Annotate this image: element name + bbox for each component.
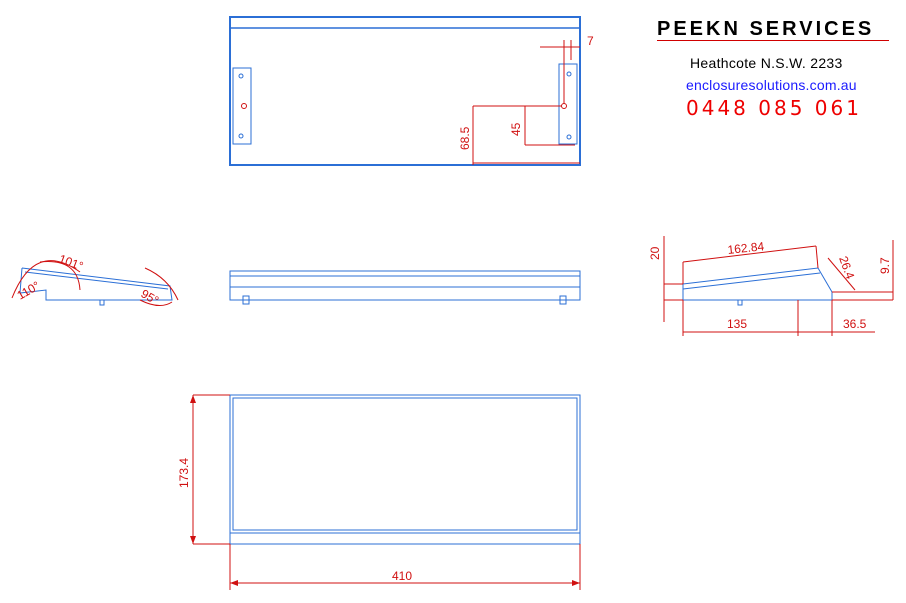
dim-top-length-label: 162.84 <box>727 239 765 257</box>
right-side-view <box>663 236 894 336</box>
company-website-link[interactable]: enclosuresolutions.com.au <box>686 77 857 93</box>
dim-depth-label: 173.4 <box>177 458 191 488</box>
angle-left-label: 110° <box>15 278 43 302</box>
angle-right-label: 95° <box>139 286 162 307</box>
top-view <box>229 16 581 166</box>
dim-left-height-label: 20 <box>648 246 662 260</box>
dim-base-label: 135 <box>727 317 747 331</box>
front-view <box>229 270 581 305</box>
dim-68-label: 68.5 <box>458 126 472 150</box>
dim-45-label: 45 <box>509 122 523 136</box>
dim-width-label: 410 <box>392 569 412 583</box>
company-phone: 0448 085 061 <box>686 96 862 120</box>
left-side-view <box>11 260 179 306</box>
plan-view <box>190 394 581 590</box>
dim-slope-label: 26.4 <box>836 254 857 281</box>
company-address: Heathcote N.S.W. 2233 <box>690 55 843 71</box>
dim-right-height-label: 9.7 <box>878 257 892 274</box>
title-underline <box>657 40 889 41</box>
dim-offset-label: 7 <box>587 34 594 48</box>
angle-top-label: 101° <box>57 252 85 274</box>
dim-toe-label: 36.5 <box>843 317 867 331</box>
company-name: PEEKN SERVICES <box>657 18 875 40</box>
